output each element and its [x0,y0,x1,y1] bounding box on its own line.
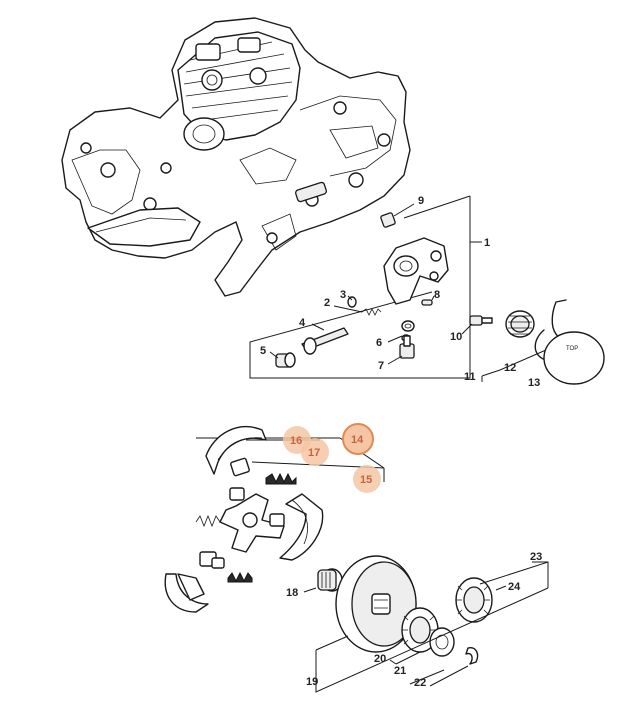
callout-4[interactable]: 4 [299,317,306,329]
washer-part[interactable] [347,295,357,308]
clutch-drum-group [303,555,549,693]
washer-small-part[interactable] [429,627,455,657]
callout-12[interactable]: 12 [504,362,516,374]
oil-pump-body[interactable] [383,237,449,305]
pin-part[interactable] [421,295,435,306]
engine-crankcase-illustration [61,17,411,297]
callout-15-highlighted[interactable]: 15 [353,465,381,493]
callout-21[interactable]: 21 [394,665,406,677]
cover-disc-part[interactable]: TOP [543,331,605,385]
callout-22[interactable]: 22 [414,677,426,689]
clutch-lug-lower[interactable] [199,551,225,569]
callout-20[interactable]: 20 [374,653,386,665]
callout-2[interactable]: 2 [324,297,330,309]
callout-8[interactable]: 8 [434,289,440,301]
callout-16[interactable]: 16 [290,435,302,447]
clutch-group [164,426,385,613]
callout-7[interactable]: 7 [378,360,384,372]
clutch-spring-left[interactable] [195,514,221,528]
callout-17[interactable]: 17 [308,447,320,459]
callout-13[interactable]: 13 [528,377,540,389]
callout-23[interactable]: 23 [530,551,542,563]
bushing-part[interactable] [380,203,415,228]
spur-sprocket-part[interactable] [455,577,493,623]
callout-15[interactable]: 15 [360,474,372,486]
callout-3[interactable]: 3 [340,289,346,301]
callout-11[interactable]: 11 [464,371,476,383]
callout-10[interactable]: 10 [450,331,462,343]
spring-part[interactable] [333,305,382,316]
oil-pump-group [249,195,482,379]
callout-18[interactable]: 18 [286,587,298,599]
cover-text: TOP [566,346,578,352]
plug-part[interactable] [269,351,296,368]
worm-gear-part[interactable] [505,310,535,338]
cover-group: TOP [461,299,605,385]
clutch-shoe-bottom[interactable] [164,573,209,613]
worm-shaft-part[interactable] [301,323,349,355]
callout-17-highlighted[interactable]: 17 [301,438,329,466]
e-clip-part[interactable] [465,647,479,665]
clutch-spring-lower[interactable] [227,571,253,583]
callout-19[interactable]: 19 [306,676,318,688]
adjusting-screw-part[interactable] [387,335,415,365]
clutch-spring[interactable] [265,472,297,485]
callout-6[interactable]: 6 [376,337,382,349]
clutch-drum-part[interactable] [335,555,417,653]
clutch-shoe-top[interactable] [205,426,267,475]
screw-part[interactable] [461,315,493,335]
callout-5[interactable]: 5 [260,345,266,357]
callout-14-selected[interactable]: 14 [342,423,374,455]
callout-9[interactable]: 9 [418,195,424,207]
clutch-shoe-right[interactable] [269,493,324,561]
clutch-lug[interactable] [229,457,250,501]
callout-labels: 1 2 3 4 5 6 7 8 9 10 11 12 13 14 16 17 1… [260,195,542,689]
callout-24[interactable]: 24 [508,581,521,593]
callout-1[interactable]: 1 [484,237,490,249]
needle-bearing-part[interactable] [303,568,343,593]
callout-14[interactable]: 14 [351,434,364,446]
clutch-carrier[interactable] [219,493,285,553]
